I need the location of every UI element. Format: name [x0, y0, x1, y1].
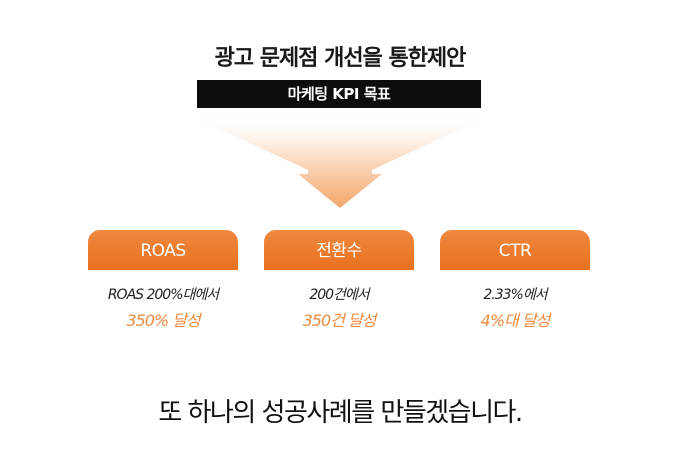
- kpi-baseline: 200건에서: [309, 287, 369, 303]
- kpi-target: 4%대 달성: [480, 311, 551, 330]
- kpi-card-roas: ROAS ROAS 200%대에서 350% 달성: [88, 230, 238, 331]
- kpi-target: 350% 달성: [126, 311, 200, 330]
- funnel-arrow: [183, 112, 497, 208]
- kpi-target: 350건 달성: [302, 311, 377, 330]
- closing-statement: 또 하나의 성공사례를 만들겠습니다.: [158, 398, 523, 428]
- kpi-baseline: 2.33%에서: [483, 287, 547, 303]
- kpi-card-ctr: CTR 2.33%에서 4%대 달성: [440, 230, 590, 331]
- kpi-label-pill: 전환수: [264, 230, 414, 270]
- page-title: 광고 문제점 개선을 통한제안: [214, 46, 467, 71]
- kpi-label-pill: CTR: [440, 230, 590, 270]
- kpi-goal-banner: 마케팅 KPI 목표: [197, 80, 481, 108]
- kpi-label-pill: ROAS: [88, 230, 238, 270]
- kpi-baseline: ROAS 200%대에서: [107, 287, 219, 303]
- kpi-card-conversions: 전환수 200건에서 350건 달성: [264, 230, 414, 331]
